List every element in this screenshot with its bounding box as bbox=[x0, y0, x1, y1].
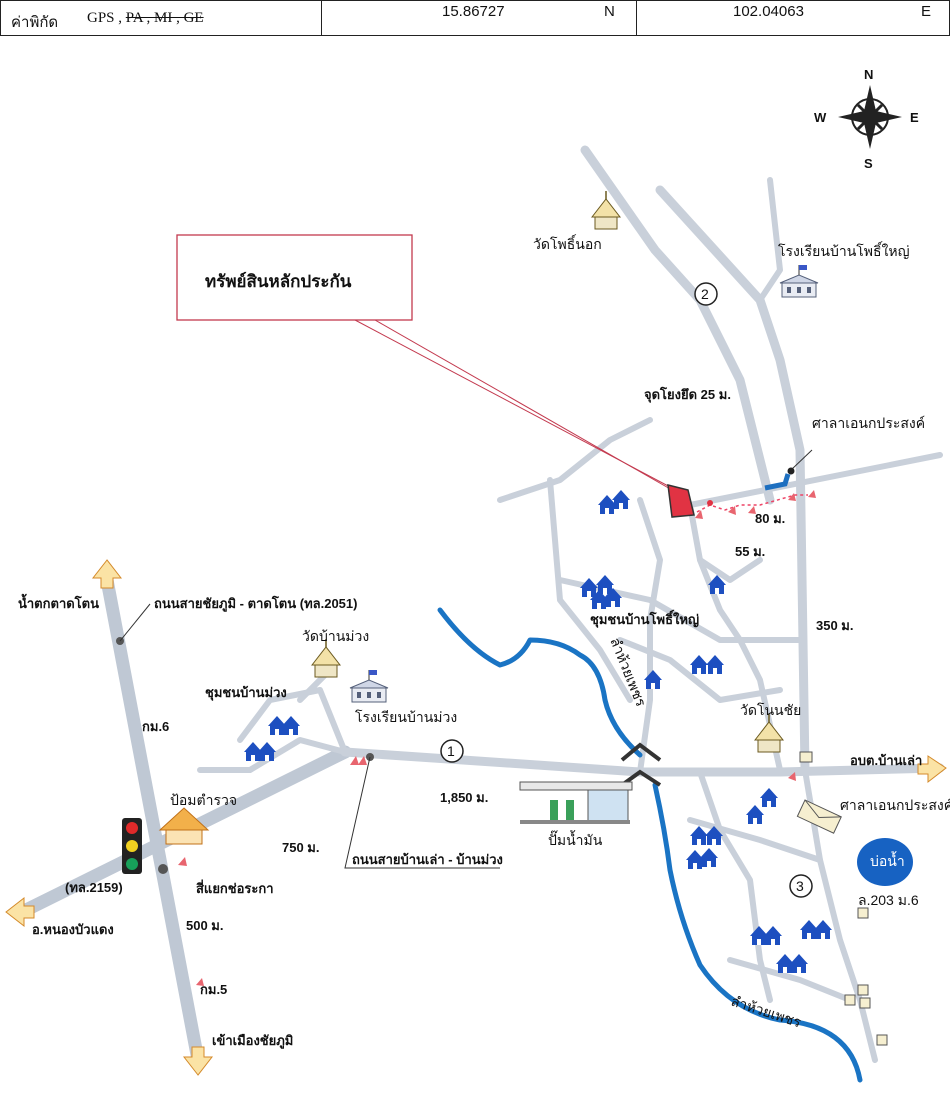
callout-label: ทรัพย์สินหลักประกัน bbox=[205, 271, 352, 291]
label-waterfall: น้ำตกตาดโตน bbox=[18, 593, 99, 611]
intersection-point bbox=[158, 864, 168, 874]
arrow-north-icon bbox=[91, 559, 123, 589]
label-community-pho-yai: ชุมชนบ้านโพธิ์ใหญ่ bbox=[590, 609, 699, 628]
label-intersection: สี่แยกช่อระกา bbox=[196, 879, 274, 896]
road-south-2 bbox=[802, 767, 878, 1063]
compass-e: E bbox=[910, 110, 919, 125]
compass-n: N bbox=[864, 67, 873, 82]
label-school-pho-yai: โรงเรียนบ้านโพธิ์ใหญ่ bbox=[778, 241, 910, 259]
road-south-3 bbox=[687, 817, 823, 863]
road-north-1 bbox=[580, 145, 775, 505]
label-community-muang: ชุมชนบ้านม่วง bbox=[205, 685, 287, 701]
label-sala-2: ศาลาเอนกประสงค์ bbox=[840, 797, 950, 813]
label-road-baolao: ถนนสายบ้านเล่า - บ้านม่วง bbox=[352, 852, 503, 867]
location-map: ลำห้วยเพชร ลำห้วยเพชร N S E W ทรัพย์สินห… bbox=[5, 67, 950, 1083]
sala-1-icon bbox=[764, 473, 791, 491]
road-community-2 bbox=[617, 637, 783, 703]
road-west-top bbox=[497, 417, 653, 503]
distance-55: 55 ม. bbox=[735, 544, 765, 559]
school-icon-pho-yai bbox=[779, 264, 819, 298]
distance-500: 500 ม. bbox=[186, 918, 223, 933]
distance-350: 350 ม. bbox=[816, 618, 853, 633]
latitude-direction: N bbox=[604, 3, 615, 20]
road-community-3 bbox=[637, 497, 663, 775]
school-icon-ban-muang bbox=[349, 669, 389, 703]
temple-icon-non-chai bbox=[754, 713, 784, 753]
anchor-point bbox=[707, 500, 713, 506]
road-north-3 bbox=[757, 177, 783, 303]
label-wat-ban-muang: วัดบ้านม่วง bbox=[302, 628, 369, 644]
collateral-callout: ทรัพย์สินหลักประกัน bbox=[176, 234, 673, 491]
river-label-bottom: ลำห้วยเพชร bbox=[729, 993, 804, 1031]
label-to-city: เข้าเมืองชัยภูมิ bbox=[212, 1033, 293, 1049]
label-obt: อบต.บ้านเล่า bbox=[850, 753, 922, 768]
road-muang-2 bbox=[197, 737, 348, 773]
distance-1850: 1,850 ม. bbox=[440, 790, 488, 805]
sala-1-leader bbox=[790, 449, 813, 471]
label-sala-1: ศาลาเอนกประสงค์ bbox=[812, 415, 925, 431]
police-icon bbox=[158, 807, 210, 845]
road-west-branch bbox=[547, 477, 633, 703]
road-south-1 bbox=[697, 769, 773, 1003]
bridge-icon-south bbox=[620, 769, 662, 787]
label-km5: กม.5 bbox=[200, 982, 227, 997]
label-wat-non-chai: วัดโนนชัย bbox=[740, 702, 801, 718]
label-road-2051: ถนนสายชัยภูมิ - ตาดโตน (ทล.2051) bbox=[154, 595, 357, 612]
marker-1: 1 bbox=[440, 739, 464, 763]
distance-80: 80 ม. bbox=[755, 511, 785, 526]
label-gas-station: ปั๊มน้ำมัน bbox=[548, 830, 603, 848]
leader-baolao bbox=[344, 756, 500, 869]
label-l203: ล.203 ม.6 bbox=[858, 892, 919, 908]
latitude-value: 15.86727 bbox=[442, 3, 505, 20]
compass-rose: N S E W bbox=[814, 67, 919, 171]
house-icons bbox=[244, 490, 832, 973]
coord-label: ค่าพิกัด bbox=[11, 15, 59, 31]
coordinate-header: ค่าพิกัด GPS , PA , MI , GE 15.86727 N 1… bbox=[0, 0, 950, 36]
temple-icon-ban-muang bbox=[311, 638, 341, 678]
building-icons bbox=[799, 751, 888, 1046]
label-school-muang: โรงเรียนบ้านม่วง bbox=[355, 709, 457, 725]
bridge-icon bbox=[620, 742, 662, 762]
arrow-south-icon bbox=[182, 1046, 214, 1076]
longitude-value: 102.04063 bbox=[733, 3, 804, 20]
road-north-2 bbox=[655, 185, 810, 775]
sala-1-point bbox=[787, 467, 795, 475]
longitude-cell: 102.04063 E bbox=[636, 0, 950, 36]
marker-3: 3 bbox=[789, 874, 813, 898]
distance-750: 750 ม. bbox=[282, 840, 319, 855]
leader-2051 bbox=[119, 603, 151, 642]
gps-label: GPS , bbox=[87, 10, 123, 26]
latitude-cell: 15.86727 N bbox=[321, 0, 637, 36]
collateral-parcel bbox=[667, 484, 695, 518]
pond-icon bbox=[857, 838, 913, 886]
route-arrows bbox=[178, 490, 816, 986]
svg-text:2: 2 bbox=[701, 286, 709, 302]
road-community-4 bbox=[697, 557, 763, 583]
label-wat-pho-nok: วัดโพธิ์นอก bbox=[533, 234, 602, 252]
traffic-light-icon bbox=[122, 818, 142, 874]
struck-systems: PA , MI , GE bbox=[125, 10, 204, 26]
label-km6: กม.6 bbox=[142, 719, 169, 734]
gas-station-icon bbox=[519, 781, 633, 824]
road-muang-1 bbox=[237, 687, 348, 755]
marker-2: 2 bbox=[694, 282, 718, 306]
coord-system-cell: ค่าพิกัด GPS , PA , MI , GE bbox=[0, 0, 322, 36]
compass-s: S bbox=[864, 156, 873, 171]
svg-text:1: 1 bbox=[447, 743, 455, 759]
road-south-4 bbox=[727, 957, 853, 1003]
svg-text:3: 3 bbox=[796, 878, 804, 894]
label-pond: บ่อน้ำ bbox=[870, 851, 905, 869]
label-anchor-point: จุดโยงยึด 25 ม. bbox=[644, 386, 731, 403]
highway-2051 bbox=[100, 573, 205, 1067]
arrow-west-icon bbox=[5, 896, 35, 928]
road-ban-lao bbox=[340, 747, 945, 777]
label-police: ป้อมตำรวจ bbox=[170, 792, 237, 808]
label-nong-bua: อ.หนองบัวแดง bbox=[32, 922, 114, 937]
label-hwy-2159: (ทล.2159) bbox=[65, 880, 123, 895]
road-east-top bbox=[687, 452, 943, 508]
compass-w: W bbox=[814, 110, 827, 125]
arrow-east-icon bbox=[917, 755, 947, 784]
longitude-direction: E bbox=[921, 3, 932, 20]
sala-2-icon bbox=[796, 799, 842, 834]
